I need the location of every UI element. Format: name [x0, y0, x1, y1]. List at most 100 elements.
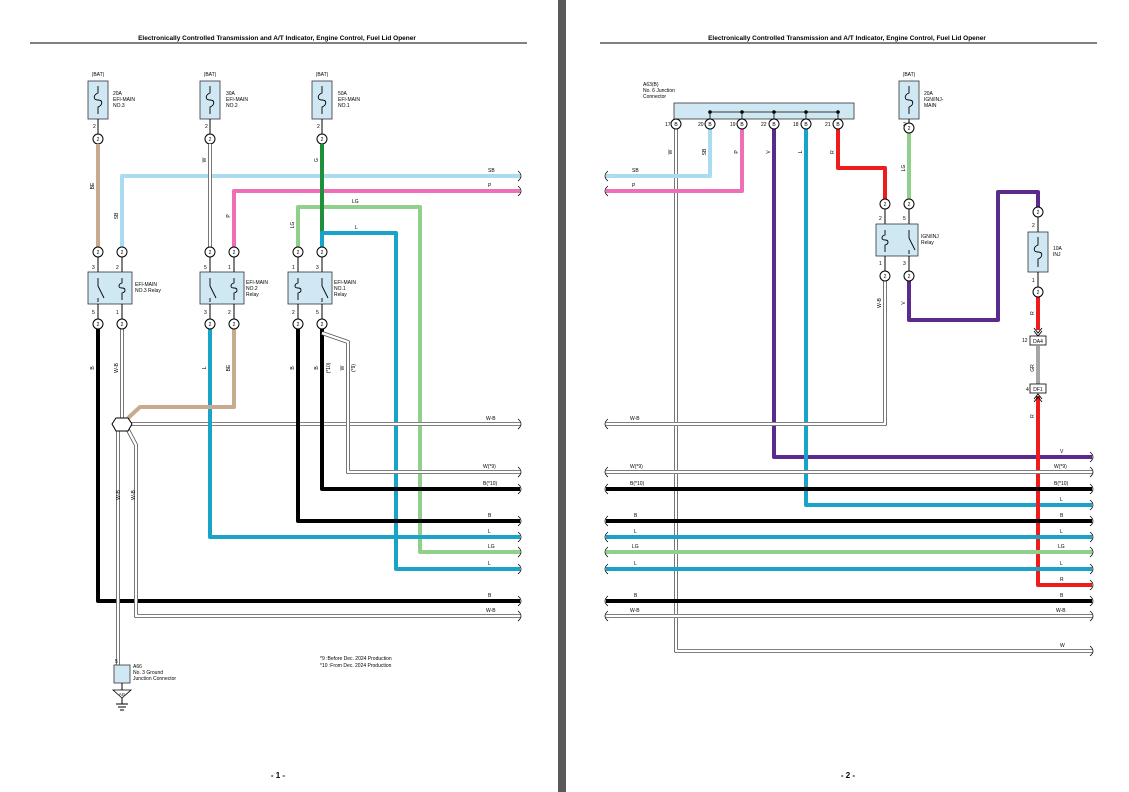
svg-text:BE: BE — [226, 364, 232, 371]
svg-text:2: 2 — [1037, 210, 1040, 216]
svg-text:2: 2 — [97, 250, 100, 256]
svg-text:SB: SB — [114, 212, 120, 219]
svg-text:NO.2: NO.2 — [226, 103, 238, 109]
page-1-vertical-labels: BE SB W P G LG B W-B L BE B B (*10) W (*… — [90, 157, 357, 499]
svg-text:Junction Connector: Junction Connector — [133, 676, 176, 682]
page-1-wire-ends — [517, 170, 522, 622]
svg-text:AG: AG — [119, 692, 126, 697]
svg-text:LG: LG — [488, 544, 495, 550]
relay-coil-icon — [230, 278, 238, 300]
wire-b-bottom — [96, 329, 520, 603]
svg-text:2: 2 — [233, 322, 236, 328]
svg-text:2: 2 — [884, 274, 887, 280]
svg-text:2: 2 — [321, 250, 324, 256]
svg-text:Relay: Relay — [334, 292, 347, 298]
svg-text:2: 2 — [321, 322, 324, 328]
svg-text:2: 2 — [297, 250, 300, 256]
svg-text:BE: BE — [90, 182, 96, 189]
svg-text:Relay: Relay — [921, 240, 934, 246]
page-2-title: Electronically Controlled Transmission a… — [708, 35, 986, 42]
svg-text:B: B — [708, 122, 712, 128]
svg-text:LG: LG — [1058, 544, 1065, 550]
svg-text:5: 5 — [115, 659, 118, 665]
svg-text:R: R — [1060, 577, 1064, 583]
ground-connector-a66: 5 A66 No. 3 Ground Junction Connector AG — [111, 659, 176, 711]
page-1: Electronically Controlled Transmission a… — [30, 35, 527, 780]
svg-text:IGN/INJ: IGN/INJ — [921, 234, 939, 240]
svg-text:LG: LG — [352, 199, 359, 205]
svg-text:W-B: W-B — [877, 298, 883, 308]
svg-text:5: 5 — [204, 265, 207, 271]
svg-text:IGN/INJ-: IGN/INJ- — [924, 97, 944, 103]
svg-text:2: 2 — [121, 322, 124, 328]
fuse-inj: 2 2 10A INJ 1 2 — [1027, 206, 1063, 298]
relay-coil-icon — [294, 278, 302, 300]
svg-text:2: 2 — [209, 137, 212, 143]
svg-text:B: B — [740, 122, 744, 128]
svg-text:SB: SB — [488, 168, 495, 174]
svg-text:P: P — [488, 183, 492, 189]
svg-text:2: 2 — [93, 124, 96, 130]
svg-text:20: 20 — [698, 122, 704, 128]
relay-efi-main-no3: 2 2 3 2 EFI-MAIN NO.3 Relay 5 1 2 2 — [87, 246, 161, 330]
svg-text:B(*10): B(*10) — [1054, 481, 1069, 487]
svg-text:No. 6 Junction: No. 6 Junction — [643, 88, 675, 94]
svg-text:W-B: W-B — [630, 608, 640, 614]
svg-text:1: 1 — [292, 265, 295, 271]
svg-text:GR: GR — [1030, 364, 1036, 372]
svg-text:W-B: W-B — [114, 363, 120, 373]
svg-text:W-B: W-B — [1056, 608, 1066, 614]
svg-text:(BAT): (BAT) — [903, 72, 916, 78]
svg-text:(BAT): (BAT) — [316, 72, 329, 78]
svg-text:10A: 10A — [1053, 246, 1063, 252]
svg-text:(*10): (*10) — [326, 362, 332, 373]
svg-text:EFI-MAIN: EFI-MAIN — [334, 280, 356, 286]
svg-text:2: 2 — [209, 322, 212, 328]
svg-text:L: L — [1060, 497, 1063, 503]
svg-text:30A: 30A — [226, 91, 236, 97]
svg-text:4: 4 — [1026, 387, 1029, 393]
wire-sb-p1 — [120, 174, 520, 247]
svg-text:L: L — [798, 150, 804, 153]
svg-text:MAIN: MAIN — [924, 103, 937, 109]
svg-text:Relay: Relay — [246, 292, 259, 298]
svg-text:2: 2 — [97, 322, 100, 328]
svg-text:DA4: DA4 — [1033, 339, 1043, 345]
fuse-icon — [205, 86, 215, 114]
relay-switch-icon — [209, 278, 217, 302]
svg-text:Connector: Connector — [643, 94, 666, 100]
svg-text:V: V — [766, 150, 772, 154]
junction-pins: 17 B 20 B 19 B 22 B 18 B 21 B — [665, 118, 844, 130]
svg-text:W: W — [202, 157, 208, 162]
relay-efi-main-no1: 2 2 1 3 EFI-MAIN NO.1 Relay 2 5 2 2 — [287, 246, 356, 330]
fuse-efi-main-no1: (BAT) 50A EFI-MAIN NO.1 2 2 — [311, 72, 360, 145]
svg-text:20A: 20A — [113, 91, 123, 97]
svg-text:2: 2 — [321, 137, 324, 143]
svg-text:V: V — [901, 301, 907, 305]
svg-text:L: L — [1060, 561, 1063, 567]
svg-text:B: B — [674, 122, 678, 128]
svg-text:2: 2 — [1032, 223, 1035, 229]
svg-text:A66: A66 — [133, 664, 142, 670]
svg-text:3: 3 — [316, 265, 319, 271]
svg-text:P: P — [632, 183, 636, 189]
svg-text:3: 3 — [903, 261, 906, 267]
svg-text:2: 2 — [116, 265, 119, 271]
svg-text:2: 2 — [317, 124, 320, 130]
svg-text:20A: 20A — [924, 91, 934, 97]
fuse-ign-inj-main: (BAT) 20A IGN/INJ- MAIN 2 — [898, 72, 944, 128]
svg-text:EFI-MAIN: EFI-MAIN — [246, 280, 268, 286]
svg-text:NO.1: NO.1 — [338, 103, 350, 109]
svg-text:B: B — [314, 366, 320, 370]
svg-text:L: L — [488, 529, 491, 535]
svg-text:2: 2 — [884, 202, 887, 208]
relay-coil-icon — [118, 278, 126, 300]
svg-text:5: 5 — [903, 216, 906, 222]
page-2-horizontal-labels: SB P W-B W(*9) B(*10) B L LG L B W-B V W… — [630, 168, 1069, 649]
wire-lg-p1 — [296, 205, 520, 554]
svg-text:W: W — [340, 365, 346, 370]
page-number-2: - 2 - — [841, 771, 856, 780]
svg-text:W(*9): W(*9) — [630, 464, 643, 470]
connector-da4: 12 DA4 — [1022, 327, 1047, 346]
